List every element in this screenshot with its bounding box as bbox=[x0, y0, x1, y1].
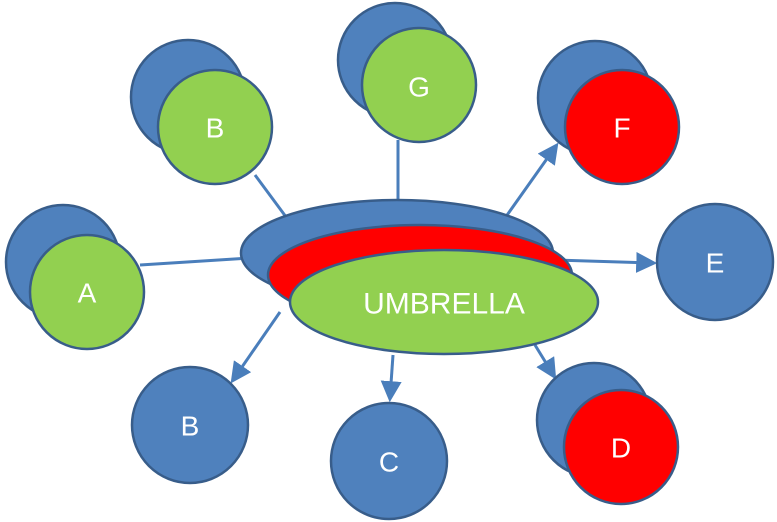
umbrella-label: UMBRELLA bbox=[363, 288, 525, 321]
node-g-label: G bbox=[408, 72, 430, 103]
node-b-bottom-label: B bbox=[181, 411, 200, 442]
node-d-label: D bbox=[611, 433, 631, 464]
node-e-label: E bbox=[706, 248, 725, 279]
connector-c bbox=[380, 354, 402, 403]
connectors bbox=[139, 140, 658, 403]
umbrella-layer-green bbox=[288, 248, 600, 356]
node-a-label: A bbox=[78, 278, 97, 309]
node-c: C bbox=[329, 401, 449, 521]
node-b-bottom: B bbox=[130, 365, 250, 485]
node-f-label: F bbox=[613, 113, 630, 144]
connector-a bbox=[139, 256, 251, 267]
node-g: G bbox=[336, 1, 478, 144]
node-f: F bbox=[536, 39, 681, 186]
connector-e bbox=[554, 251, 658, 273]
node-b-top-label: B bbox=[206, 113, 225, 144]
node-e: E bbox=[655, 202, 775, 322]
node-d: D bbox=[535, 361, 680, 506]
connector-b-bottom bbox=[230, 311, 282, 384]
node-a: A bbox=[4, 203, 146, 351]
node-c-label: C bbox=[379, 447, 399, 478]
node-b-top: B bbox=[129, 38, 274, 186]
connector-f bbox=[503, 142, 559, 219]
umbrella-center: UMBRELLA bbox=[239, 198, 600, 356]
connector-d bbox=[533, 344, 557, 380]
